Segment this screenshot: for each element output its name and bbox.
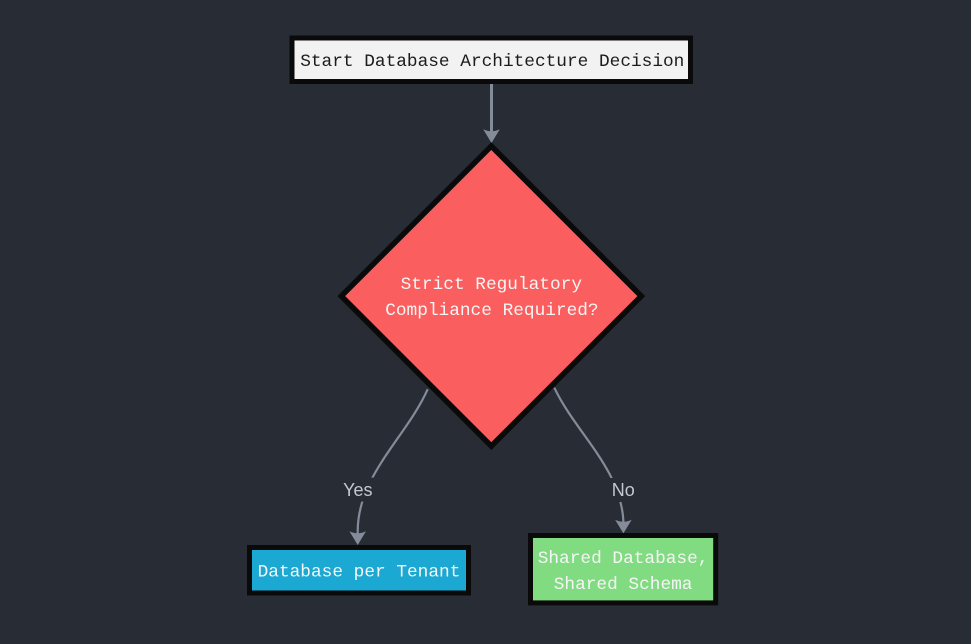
svg-text:No: No — [612, 480, 635, 500]
svg-text:Compliance Required?: Compliance Required? — [385, 301, 598, 321]
svg-text:Shared Schema: Shared Schema — [554, 575, 693, 595]
svg-text:Strict Regulatory: Strict Regulatory — [401, 275, 583, 295]
svg-text:Start Database Architecture De: Start Database Architecture Decision — [300, 52, 684, 72]
svg-text:Yes: Yes — [343, 480, 372, 500]
svg-text:Shared Database,: Shared Database, — [538, 549, 709, 569]
svg-text:Database per Tenant: Database per Tenant — [258, 563, 461, 583]
